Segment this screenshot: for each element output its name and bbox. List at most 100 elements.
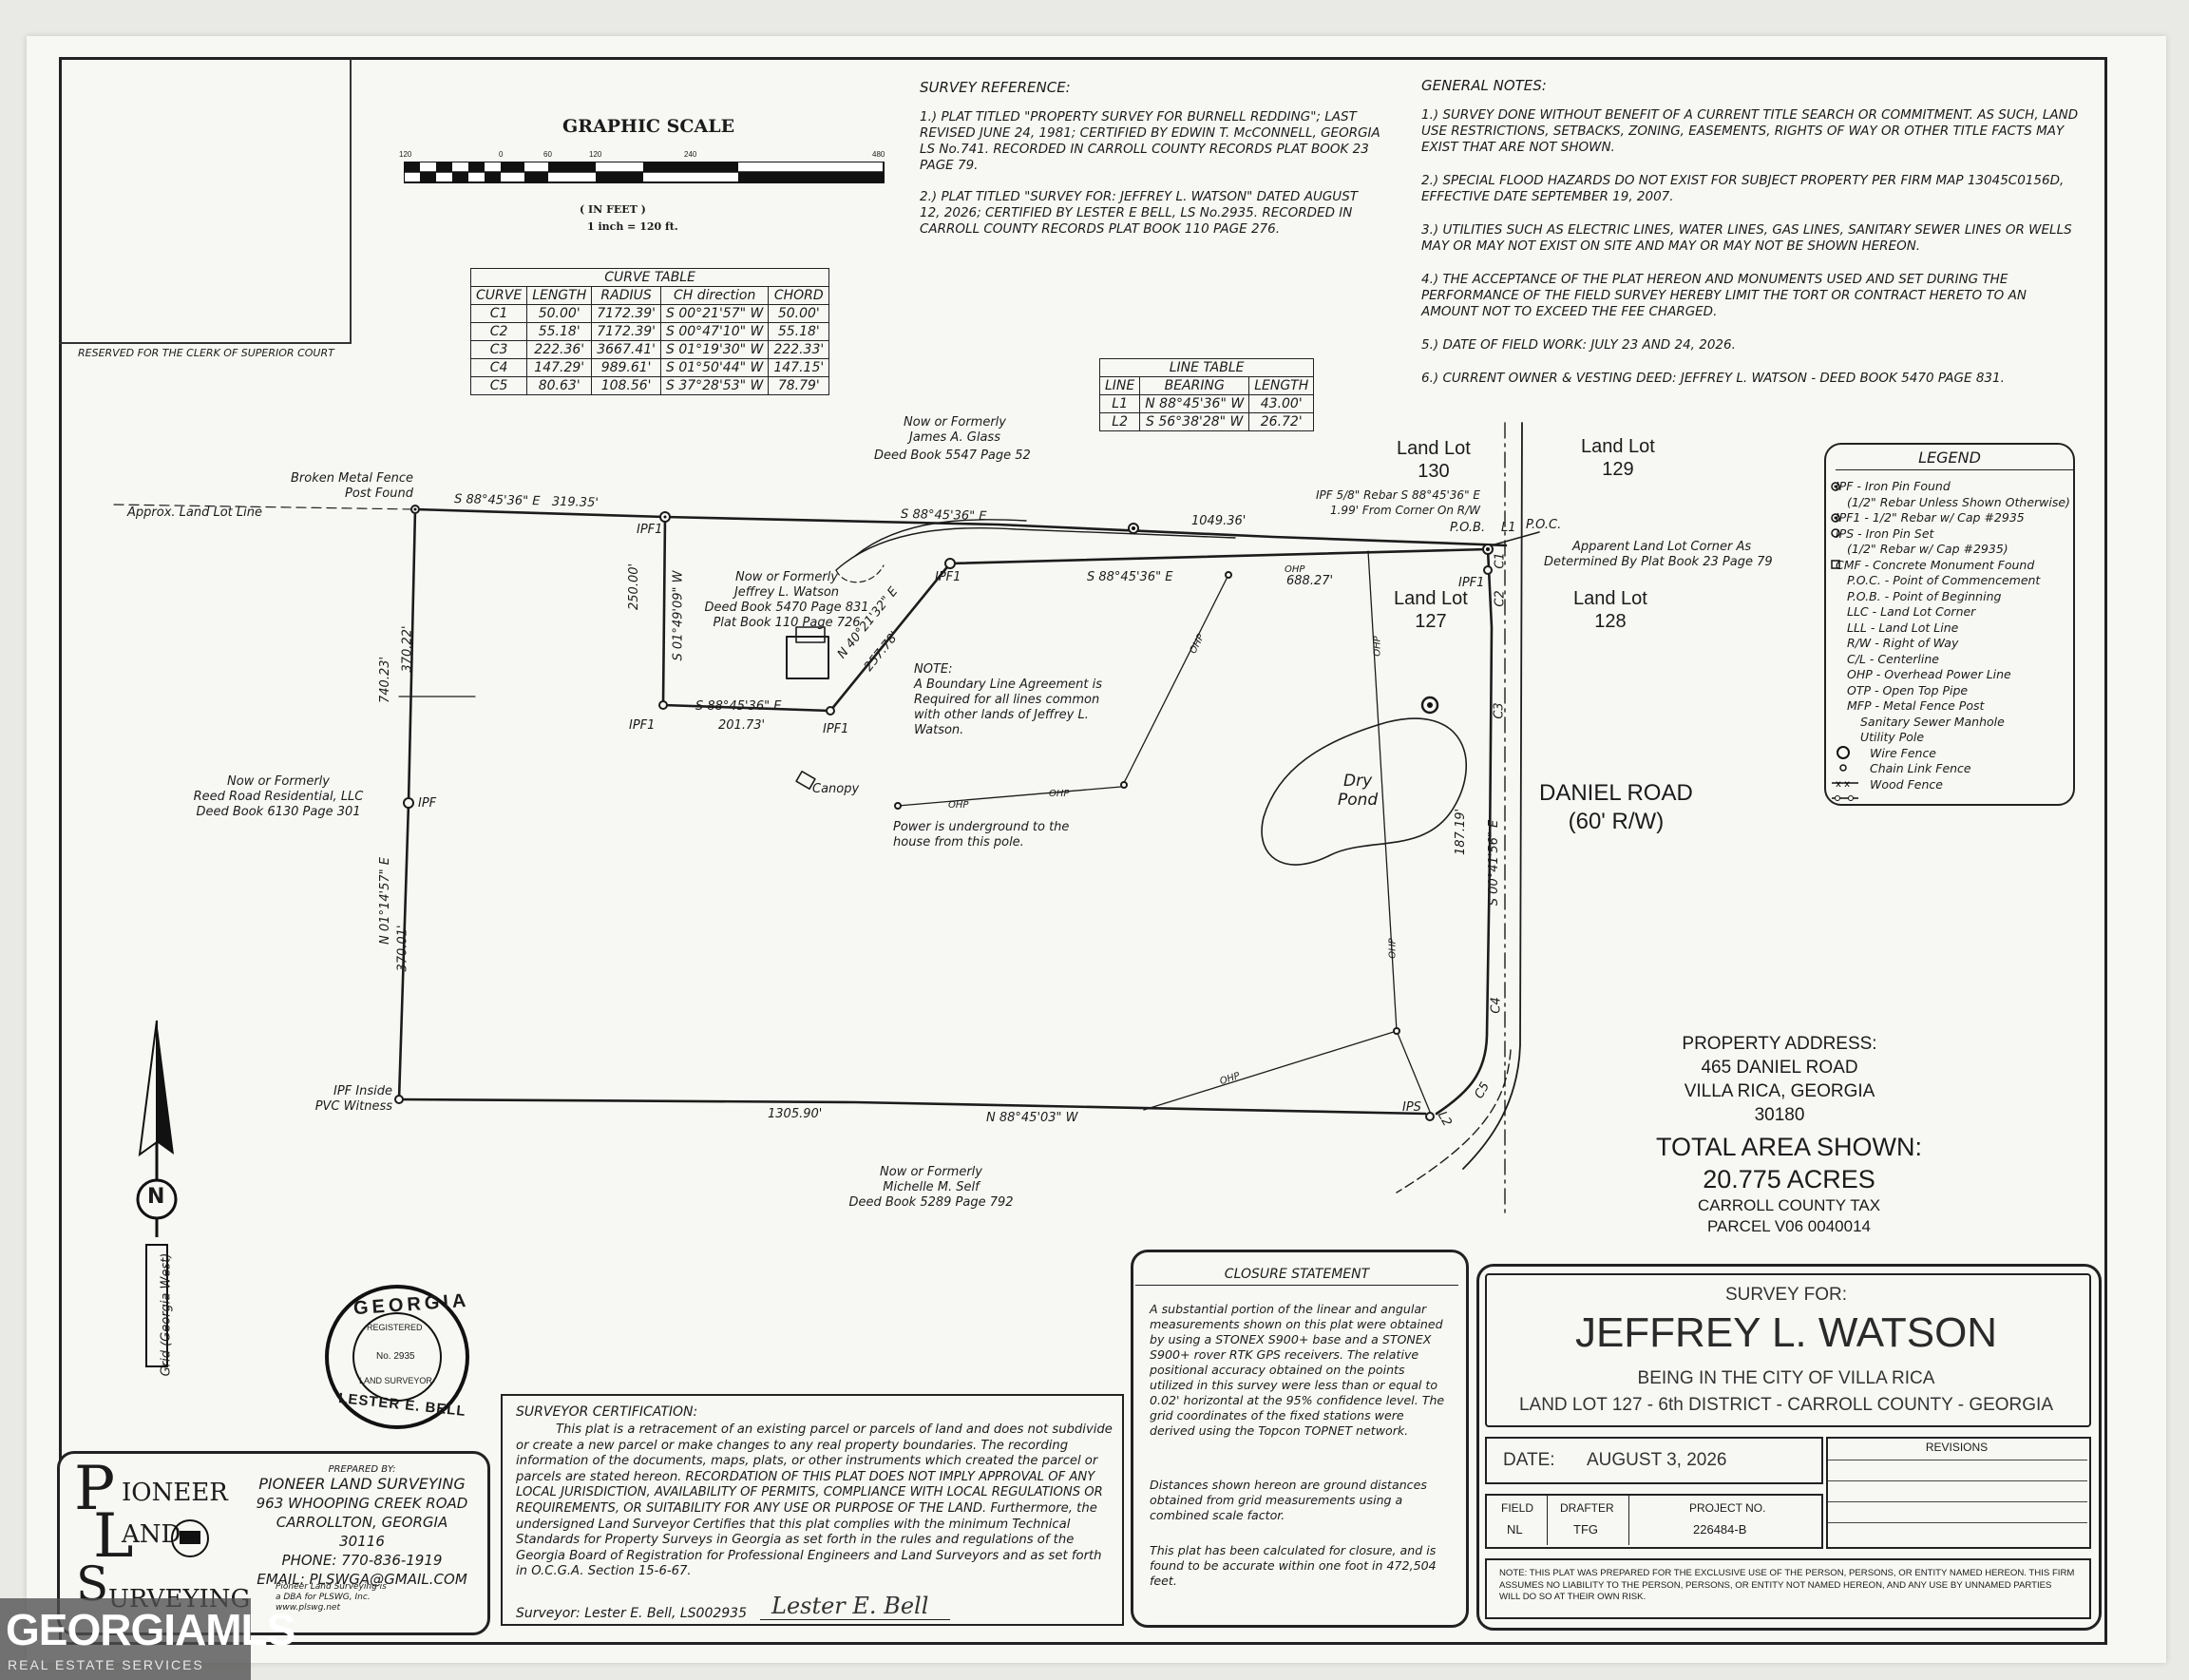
curve-col-radius: RADIUS [591,286,661,305]
watson-owner-line: Deed Book 5470 Page 831 [704,601,869,615]
c3-label: C3 [1492,702,1507,719]
table-row: C5 80.63' 108.56' S 37°28'53" W 78.79' [469,376,830,395]
closure-statement-box [1131,1250,1469,1628]
legend-item: (1/2" Rebar Unless Shown Otherwise) [1847,494,2070,509]
legend-box: LEGEND IPF - Iron Pin Found (1/2" Rebar … [1824,443,2075,806]
line-cell: L2 [1098,412,1141,431]
reed-owner-line: Now or Formerly [227,774,330,789]
legend-item: IPS - Iron Pin Set [1836,525,1934,541]
legend-item: MFP - Metal Fence Post [1847,698,1985,713]
boundary-note-line: Required for all lines common [914,693,1100,707]
revision-line [1828,1501,2087,1502]
legend-item: Sanitary Sewer Manhole [1860,714,2005,729]
project-value: 226484-B [1693,1522,1747,1537]
curve-cell: 3667.41' [591,340,661,359]
curve-table: CURVE TABLE CURVE LENGTH RADIUS CH direc… [469,268,830,395]
land-lot-129-label: Land Lot [1581,436,1655,457]
surveyor-seal-icon [325,1285,469,1429]
line-table: LINE TABLE LINE BEARING LENGTH L1 N 88°4… [1098,358,1315,431]
company-email: EMAIL: PLSWGA@GMAIL.COM [257,1571,467,1588]
self-owner-line: Michelle M. Self [883,1180,980,1194]
closure-paragraph-2: Distances shown hereon are ground distan… [1150,1478,1427,1522]
general-notes: GENERAL NOTES: 1.) SURVEY DONE WITHOUT B… [1421,78,2086,387]
monument-ipf-west [403,797,414,809]
table-row: L1 N 88°45'36" W 43.00' [1098,394,1315,413]
company-name: PIONEER LAND SURVEYING [258,1475,466,1493]
ipf1-label-d: IPF1 [823,722,849,736]
glass-owner-line: Now or Formerly [904,415,1006,430]
sheet-border [59,57,2107,1645]
company-street: 963 WHOOPING CREEK ROAD [256,1495,468,1512]
property-city: VILLA RICA, GEORGIA 30180 [1684,1081,1875,1125]
dry-pond-line: Pond [1338,791,1379,810]
scale-tick-3: 60 [543,150,552,159]
property-address: PROPERTY ADDRESS: 465 DANIEL ROAD VILLA … [1661,1032,1898,1127]
bearing-east: S 00°41'56" E [1487,819,1502,907]
road-centerline [1396,1049,1512,1193]
driveway [835,526,1236,571]
utility-pole-2 [1120,781,1128,789]
land-lot-127-number: 127 [1415,611,1447,632]
land-lot-130: Land Lot 130 [1397,437,1471,483]
monument-ipf1-c [658,700,668,710]
project-label: PROJECT NO. [1689,1501,1766,1515]
land-lot-130-number: 130 [1418,461,1450,482]
legend-item: LLL - Land Lot Line [1847,620,1959,635]
general-note-6: 6.) CURRENT OWNER & VESTING DEED: JEFFRE… [1421,371,2005,386]
total-area-title: TOTAL AREA SHOWN: [1655,1133,1923,1161]
land-lot-128-label: Land Lot [1573,588,1647,609]
distance-south: 1305.90' [768,1107,823,1121]
overhead-power-line-3 [1396,1030,1431,1113]
tax-parcel: PARCEL V06 0040014 [1706,1217,1871,1235]
approx-lll-label: Approx. Land Lot Line [127,506,263,520]
general-note-4: 4.) THE ACCEPTANCE OF THE PLAT HEREON AN… [1421,272,2027,319]
curve-cell: C1 [469,304,528,323]
dry-pond-outline [1261,717,1467,866]
surveyor-signature: Lester E. Bell [771,1593,929,1619]
driveway-loop [835,564,885,583]
apparent-corner-label: Apparent Land Lot Corner As Determined B… [1544,540,1773,570]
distance-west-total: 740.23' [378,656,392,703]
boundary-note-line: A Boundary Line Agreement is [914,678,1102,692]
scale-tick-5: 240 [684,150,697,159]
distance-north-b: 1049.36' [1191,514,1247,528]
ohp-label-1: OHP [1285,564,1305,575]
utility-pole-4 [1393,1027,1400,1035]
curve-cell: S 01°19'30" W [659,340,770,359]
power-note-line: house from this pole. [893,835,1024,850]
curve-cell: 7172.39' [591,322,661,341]
survey-reference-title: SURVEY REFERENCE: [920,79,1071,96]
watson-owner-line: Now or Formerly [735,570,838,584]
legend-title: LEGEND [1918,449,1981,467]
boundary-note-line: with other lands of Jeffrey L. [914,708,1089,722]
company-logo-l: L [93,1501,134,1572]
company-logo-p: P [74,1454,116,1524]
house-outline [786,636,829,679]
utility-pole-3 [894,802,902,810]
land-lot-130-label: Land Lot [1397,438,1471,459]
date-label: DATE: [1503,1450,1555,1470]
bearing-text: S 88°45'36" E [453,492,541,509]
company-city: CARROLLTON, GEORGIA 30116 [276,1514,448,1550]
company-info: PREPARED BY: PIONEER LAND SURVEYING 963 … [253,1464,471,1589]
signature-underline [760,1619,950,1620]
ipf58-line: IPF 5/8" Rebar S 88°45'36" E [1315,488,1480,502]
land-lot-129-number: 129 [1602,459,1634,480]
watson-owner-line: Jeffrey L. Watson [733,585,840,600]
land-lot-127-label: Land Lot [1394,588,1468,609]
table-row: C1 50.00' 7172.39' S 00°21'57" W 50.00' [469,304,830,323]
property-address-title: PROPERTY ADDRESS: [1682,1034,1877,1054]
power-note-line: Power is underground to the [893,820,1070,834]
curve-cell: S 37°28'53" W [659,376,770,395]
drafter-value: TFG [1573,1522,1598,1537]
revisions-box [1826,1437,2091,1549]
land-lot-129: Land Lot 129 [1581,435,1655,481]
ohp-label-2: OHP [948,800,969,811]
general-note-2: 2.) SPECIAL FLOOD HAZARDS DO NOT EXIST F… [1421,173,2065,204]
apparent-corner-line: Determined By Plat Book 23 Page 79 [1544,555,1773,569]
company-logo-word-1: IONEER [122,1479,228,1507]
ipf1-label-b: IPF1 [935,570,961,584]
daniel-road-label: DANIEL ROAD (60' R/W) [1539,779,1693,836]
georgia-mls-watermark [0,1598,251,1680]
